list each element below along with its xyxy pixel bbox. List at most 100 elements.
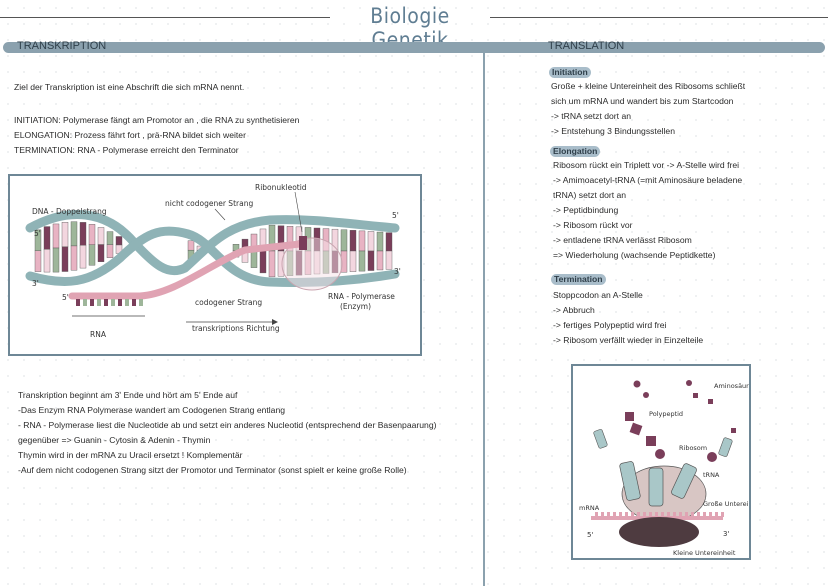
base-pair-top <box>115 236 123 246</box>
mrna-base <box>703 512 706 517</box>
rna-prime-5: 5' <box>62 293 69 302</box>
base-pair-top <box>88 224 96 245</box>
column-divider <box>483 53 485 586</box>
trna-free <box>593 429 608 449</box>
ribosome-label: Ribosom <box>679 444 707 452</box>
rna-label: RNA <box>90 330 107 339</box>
title-rule-left <box>0 17 330 18</box>
base-pair-top <box>358 230 366 252</box>
translation-diagram: Aminosäuren Polypeptid Ribosom tRNA mRNA… <box>571 364 766 560</box>
base-pair-bottom <box>106 244 114 258</box>
termination-line-1: Stoppcodon an A-Stelle <box>553 290 643 300</box>
amino-label: Aminosäuren <box>714 382 749 390</box>
dna-helix-illustration: DNA - Doppelstrang nicht codogener Stran… <box>25 183 401 339</box>
mrna-base <box>685 512 688 517</box>
mrna-base <box>673 512 676 517</box>
prime-5-left: 5' <box>34 229 41 238</box>
rna-base <box>97 299 101 306</box>
mrna-base <box>607 512 610 517</box>
base-pair-top <box>340 229 348 252</box>
trna-a-site <box>648 467 664 507</box>
ribonucleotide <box>299 236 307 250</box>
base-pair-bottom <box>250 250 258 268</box>
note-line-1: Transkription beginnt am 3' Ende und hör… <box>18 390 238 400</box>
phase-termination: TERMINATION: RNA - Polymerase erreicht d… <box>14 145 239 155</box>
amino-acid <box>633 380 641 388</box>
transkription-heading: TRANSKRIPTION <box>17 40 107 52</box>
base-pair-bottom <box>70 245 78 271</box>
base-pair-top <box>349 230 357 252</box>
mrna-base <box>601 512 604 517</box>
base-pair-bottom <box>43 249 51 273</box>
elongation-line-7: => Wiederholung (wachsende Peptidkette) <box>553 250 716 260</box>
direction-label: transkriptions Richtung <box>192 324 280 333</box>
prime-3-left: 3' <box>32 279 39 288</box>
base-pair-top <box>367 231 375 252</box>
termination-line-3: -> fertiges Polypeptid wird frei <box>553 320 667 330</box>
large-unit-label: Große Untereinheit <box>703 500 749 508</box>
initiation-line-2: sich um mRNA und wandert bis zum Startco… <box>551 96 734 106</box>
base-pair-top <box>187 240 195 251</box>
termination-line-4: -> Ribosom verfällt wieder in Einzelteil… <box>553 335 704 345</box>
elongation-line-4: -> Peptidbindung <box>553 205 619 215</box>
elongation-line-6: -> entladene tRNA verlässt Ribosom <box>553 235 692 245</box>
base-pair-bottom <box>367 250 375 271</box>
mrna-base <box>679 512 682 517</box>
ribonucleotide-label: Ribonukleotid <box>255 183 307 192</box>
small-subunit <box>619 517 699 547</box>
elongation-line-1: Ribosom rückt ein Triplett vor -> A-Stel… <box>553 160 740 170</box>
base-pair-bottom <box>61 246 69 272</box>
base-pair-bottom <box>34 250 42 272</box>
elongation-label: Elongation <box>550 146 601 157</box>
prime-5-right: 5' <box>392 211 399 220</box>
mrna-base <box>619 512 622 517</box>
mrna-base <box>595 512 598 517</box>
base-pair-top <box>43 226 51 250</box>
base-pair-top <box>385 232 393 252</box>
transkription-intro: Ziel der Transkription ist eine Abschrif… <box>14 82 245 92</box>
rna-bases <box>76 299 143 306</box>
base-pair-bottom <box>268 250 276 278</box>
base-pair-top <box>106 231 114 245</box>
mrna-base <box>613 512 616 517</box>
base-pair-bottom <box>79 245 87 269</box>
section-header-bar <box>3 42 825 53</box>
direction-arrowhead <box>272 319 278 325</box>
mrna-base <box>691 512 694 517</box>
note-line-4: gegenüber => Guanin - Cytosin & Adenin -… <box>18 435 211 445</box>
rna-base <box>76 299 80 306</box>
rna-strand <box>68 240 304 300</box>
amino-acid <box>686 380 692 386</box>
rna-polymerase <box>281 237 343 291</box>
transcription-diagram: DNA - Doppelstrang nicht codogener Stran… <box>8 174 422 356</box>
rna-base <box>104 299 108 306</box>
amino-acid <box>643 392 649 398</box>
mrna-base <box>631 512 634 517</box>
small-unit-label: Kleine Untereinheit <box>673 549 736 557</box>
polypeptide-unit <box>655 449 665 459</box>
base-pair-bottom <box>88 244 96 266</box>
trna-e-site <box>671 463 697 499</box>
base-pair-bottom <box>97 244 105 262</box>
mrna-base <box>637 512 640 517</box>
base-pair-bottom <box>52 247 60 273</box>
amino-acid <box>708 399 713 404</box>
rna-base <box>83 299 87 306</box>
rna-base <box>132 299 136 306</box>
termination-line-2: -> Abbruch <box>553 305 595 315</box>
rna-base <box>125 299 129 306</box>
base-pair-bottom <box>385 250 393 270</box>
dna-label: DNA - Doppelstrang <box>32 207 107 216</box>
initiation-line-1: Große + kleine Untereinheit des Ribosoms… <box>551 81 746 91</box>
mrna-codons <box>595 512 724 517</box>
ribosome-illustration: Aminosäuren Polypeptid Ribosom tRNA mRNA… <box>579 380 766 557</box>
base-pair-bottom <box>358 250 366 272</box>
note-line-6: -Auf dem nicht codogenen Strang sitzt de… <box>18 465 407 475</box>
prime-3-label: 3' <box>723 530 729 538</box>
phase-initiation: INITIATION: Polymerase fängt am Promotor… <box>14 115 300 125</box>
termination-label: Termination <box>551 274 606 285</box>
base-pair-top <box>52 223 60 249</box>
page-title: Biologie Genetik <box>370 4 450 52</box>
mrna-base <box>721 512 724 517</box>
polypeptide-unit <box>625 412 634 421</box>
